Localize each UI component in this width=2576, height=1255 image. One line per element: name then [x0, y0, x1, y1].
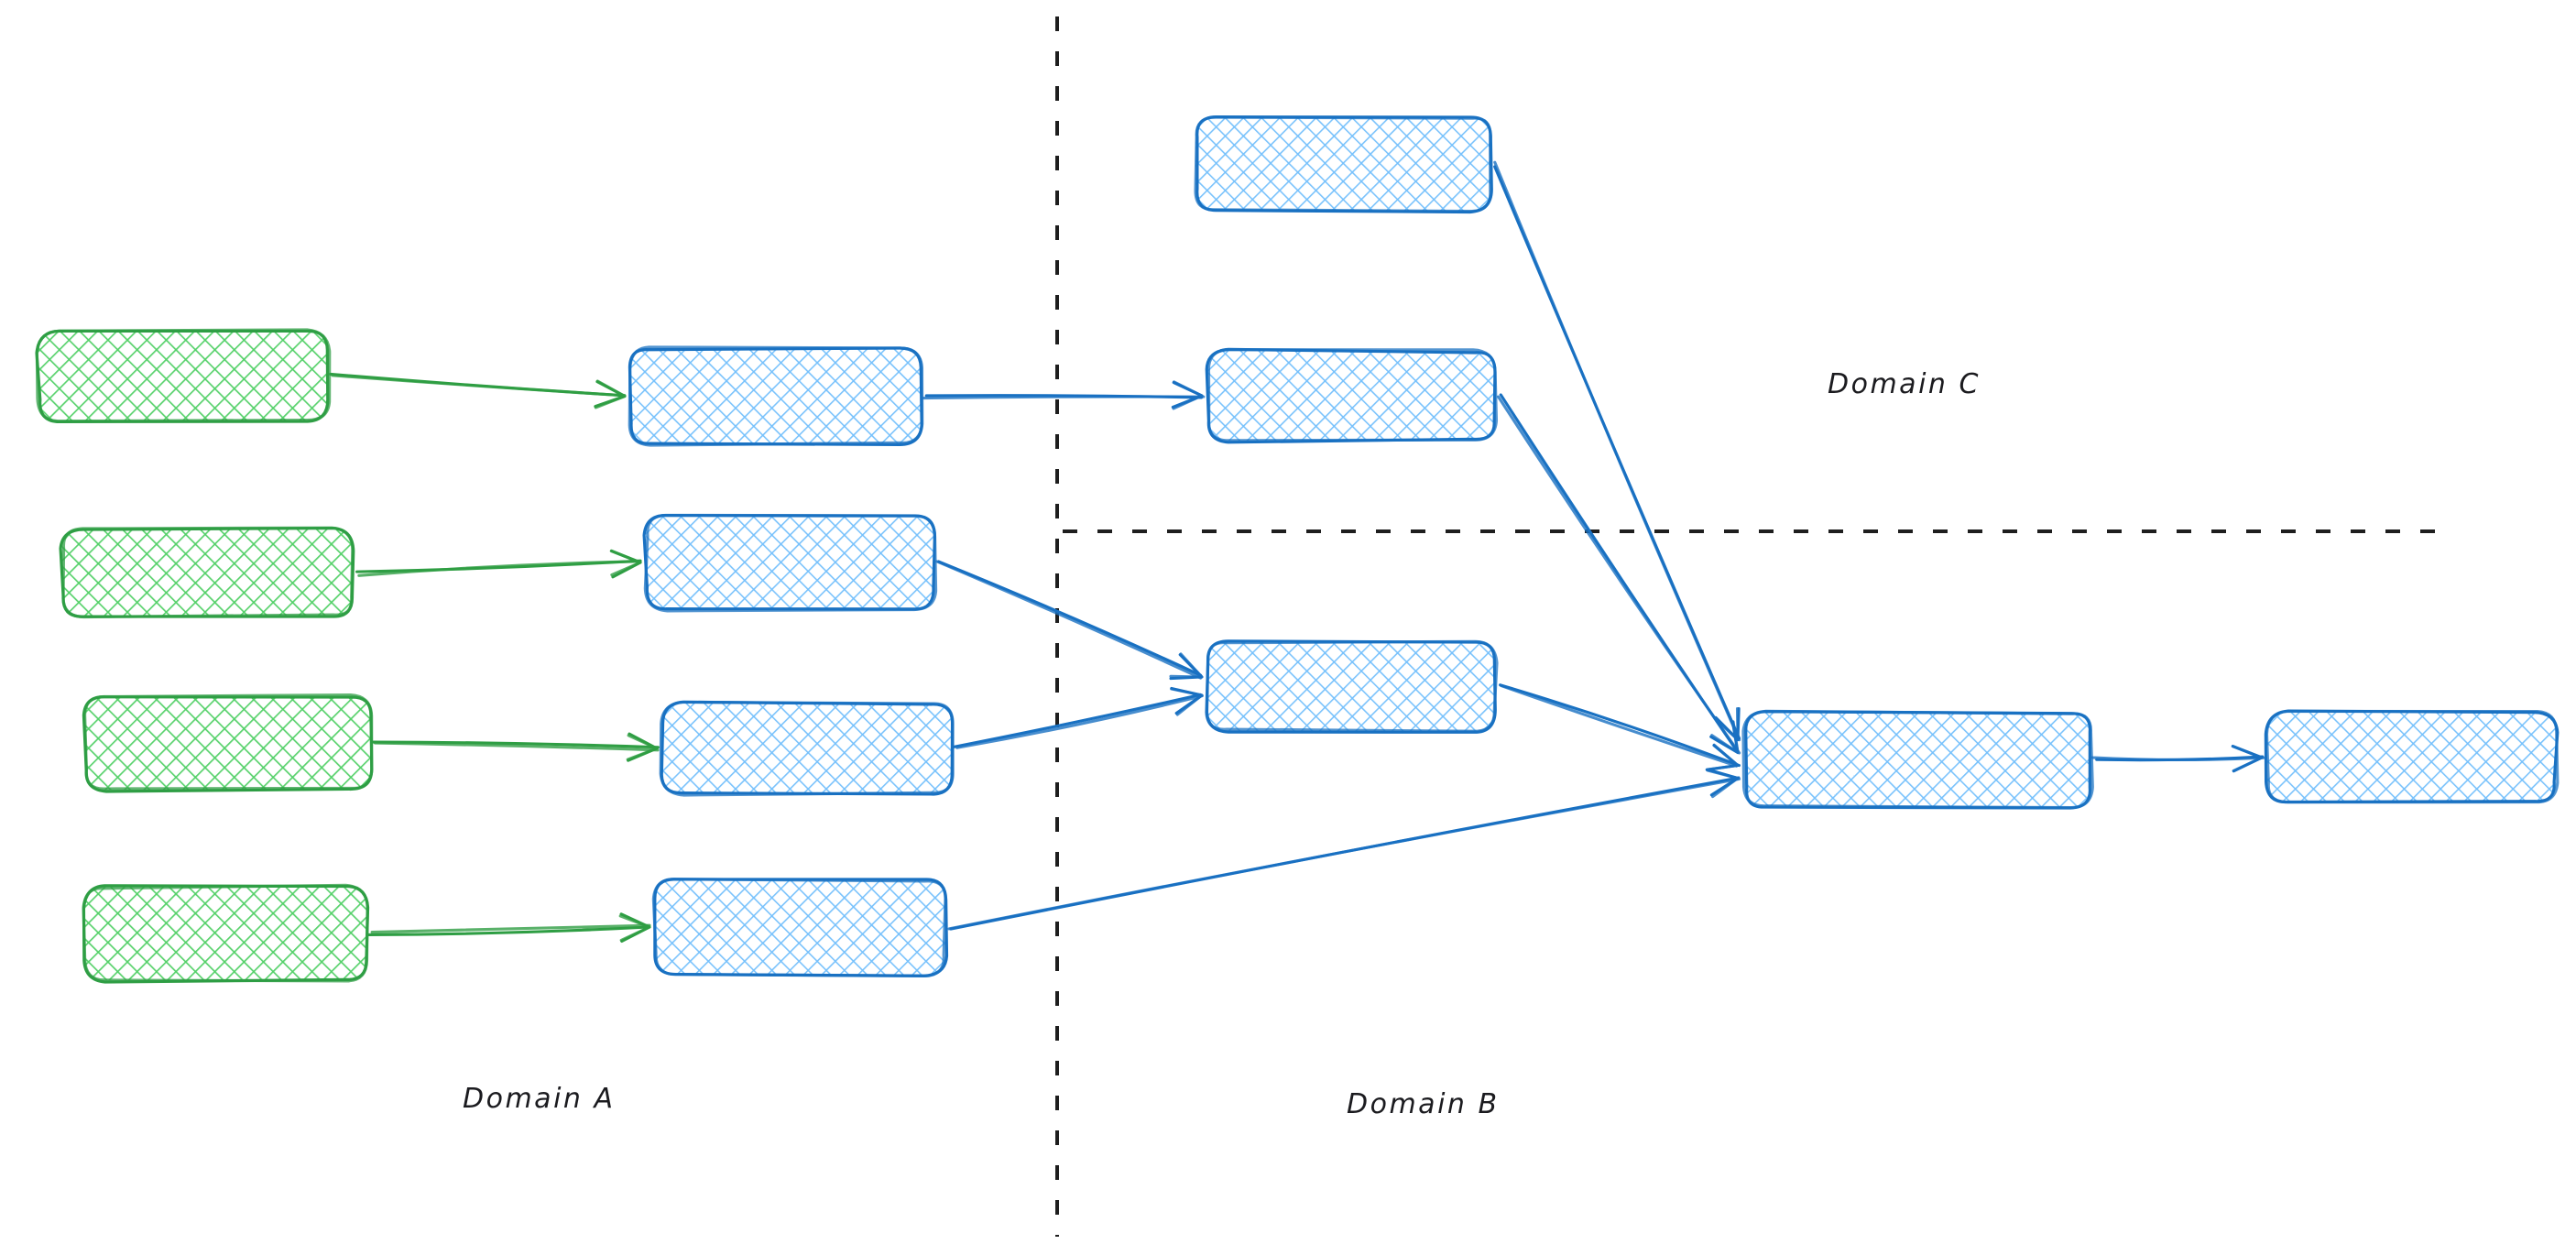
- arrowhead: [1710, 720, 1740, 755]
- edge-line: [2090, 756, 2265, 762]
- arrowhead: [1172, 380, 1204, 410]
- node-outline: [61, 526, 355, 619]
- node-fill: [1207, 351, 1495, 441]
- node-outline: [659, 700, 955, 797]
- node-fill: [85, 887, 366, 980]
- node-outline: [651, 878, 947, 977]
- node-fill: [2267, 713, 2556, 802]
- edge-line: [947, 777, 1741, 931]
- edge-e-g4-m4: [367, 912, 651, 944]
- node-blue-m4[interactable]: [651, 878, 949, 977]
- edge-e-m1-r2: [922, 380, 1206, 410]
- node-outline: [2265, 709, 2560, 804]
- edge-e-g3-m3: [372, 732, 660, 762]
- node-outline: [35, 328, 332, 423]
- edge-line: [373, 741, 660, 752]
- node-outline: [643, 513, 938, 613]
- node-fill: [655, 879, 945, 975]
- arrowhead: [609, 549, 642, 577]
- edge-line: [331, 374, 627, 398]
- edge-line: [1497, 395, 1741, 755]
- arrowhead: [1705, 743, 1740, 771]
- node-blue-r3[interactable]: [1205, 639, 1499, 734]
- edge-e-g1-m1: [329, 372, 627, 409]
- node-blue-converge[interactable]: [1741, 709, 2094, 810]
- node-outline: [1194, 115, 1492, 213]
- edge-e-m4-cv: [947, 768, 1741, 931]
- node-blue-m1[interactable]: [628, 345, 924, 447]
- node-green-1[interactable]: [35, 328, 332, 424]
- arrowhead: [1706, 769, 1740, 799]
- node-outline: [1206, 348, 1499, 442]
- edge-e-g2-m2: [355, 549, 642, 579]
- arrowhead: [1169, 652, 1204, 679]
- node-fill: [646, 516, 934, 609]
- edge-line: [952, 693, 1202, 748]
- arrowhead: [594, 379, 627, 409]
- node-green-4[interactable]: [82, 883, 370, 984]
- domain-b-label: Domain B: [1347, 1088, 1500, 1120]
- arrowhead: [618, 914, 651, 942]
- arrowhead: [626, 734, 659, 761]
- node-fill: [38, 332, 328, 420]
- edge-line: [372, 740, 660, 749]
- node-blue-r2[interactable]: [1205, 347, 1499, 444]
- edge-e-cv-fn: [2090, 744, 2265, 773]
- edge-line: [370, 923, 651, 934]
- node-green-2[interactable]: [59, 526, 355, 619]
- node-fill: [1745, 713, 2091, 807]
- edge-e-m2-r3: [935, 560, 1204, 681]
- edge-line: [367, 925, 650, 937]
- edge-line: [1493, 160, 1741, 742]
- domain-a-label: Domain A: [463, 1083, 616, 1115]
- node-fill: [85, 696, 371, 790]
- edge-e-m3-r3: [952, 686, 1204, 749]
- node-fill: [630, 348, 921, 444]
- node-outline: [1205, 639, 1499, 733]
- arrowhead: [1170, 687, 1204, 716]
- node-blue-m3[interactable]: [659, 700, 955, 797]
- arrowhead: [1713, 706, 1740, 742]
- node-green-3[interactable]: [82, 693, 374, 793]
- node-outline: [628, 345, 924, 447]
- node-blue-final[interactable]: [2264, 709, 2560, 804]
- node-outline: [82, 693, 374, 791]
- node-outline: [1741, 709, 2094, 810]
- node-fill: [1207, 641, 1495, 731]
- edge-e-r2-cv: [1497, 393, 1741, 755]
- edge-line: [357, 560, 641, 577]
- edge-line: [955, 694, 1204, 749]
- node-fill: [62, 529, 353, 617]
- domain-c-label: Domain C: [1828, 368, 1981, 400]
- edge-line: [1500, 684, 1739, 768]
- edge-line: [922, 395, 1206, 400]
- node-fill: [1195, 117, 1491, 211]
- node-blue-r1[interactable]: [1194, 115, 1493, 214]
- edge-line: [935, 560, 1203, 680]
- edge-e-r1-cv: [1493, 160, 1741, 742]
- node-fill: [662, 704, 953, 793]
- node-blue-m2[interactable]: [642, 513, 938, 613]
- edge-e-r3-cv: [1499, 683, 1741, 771]
- edge-line: [1499, 683, 1741, 768]
- arrowhead: [2231, 745, 2264, 772]
- node-outline: [82, 883, 369, 983]
